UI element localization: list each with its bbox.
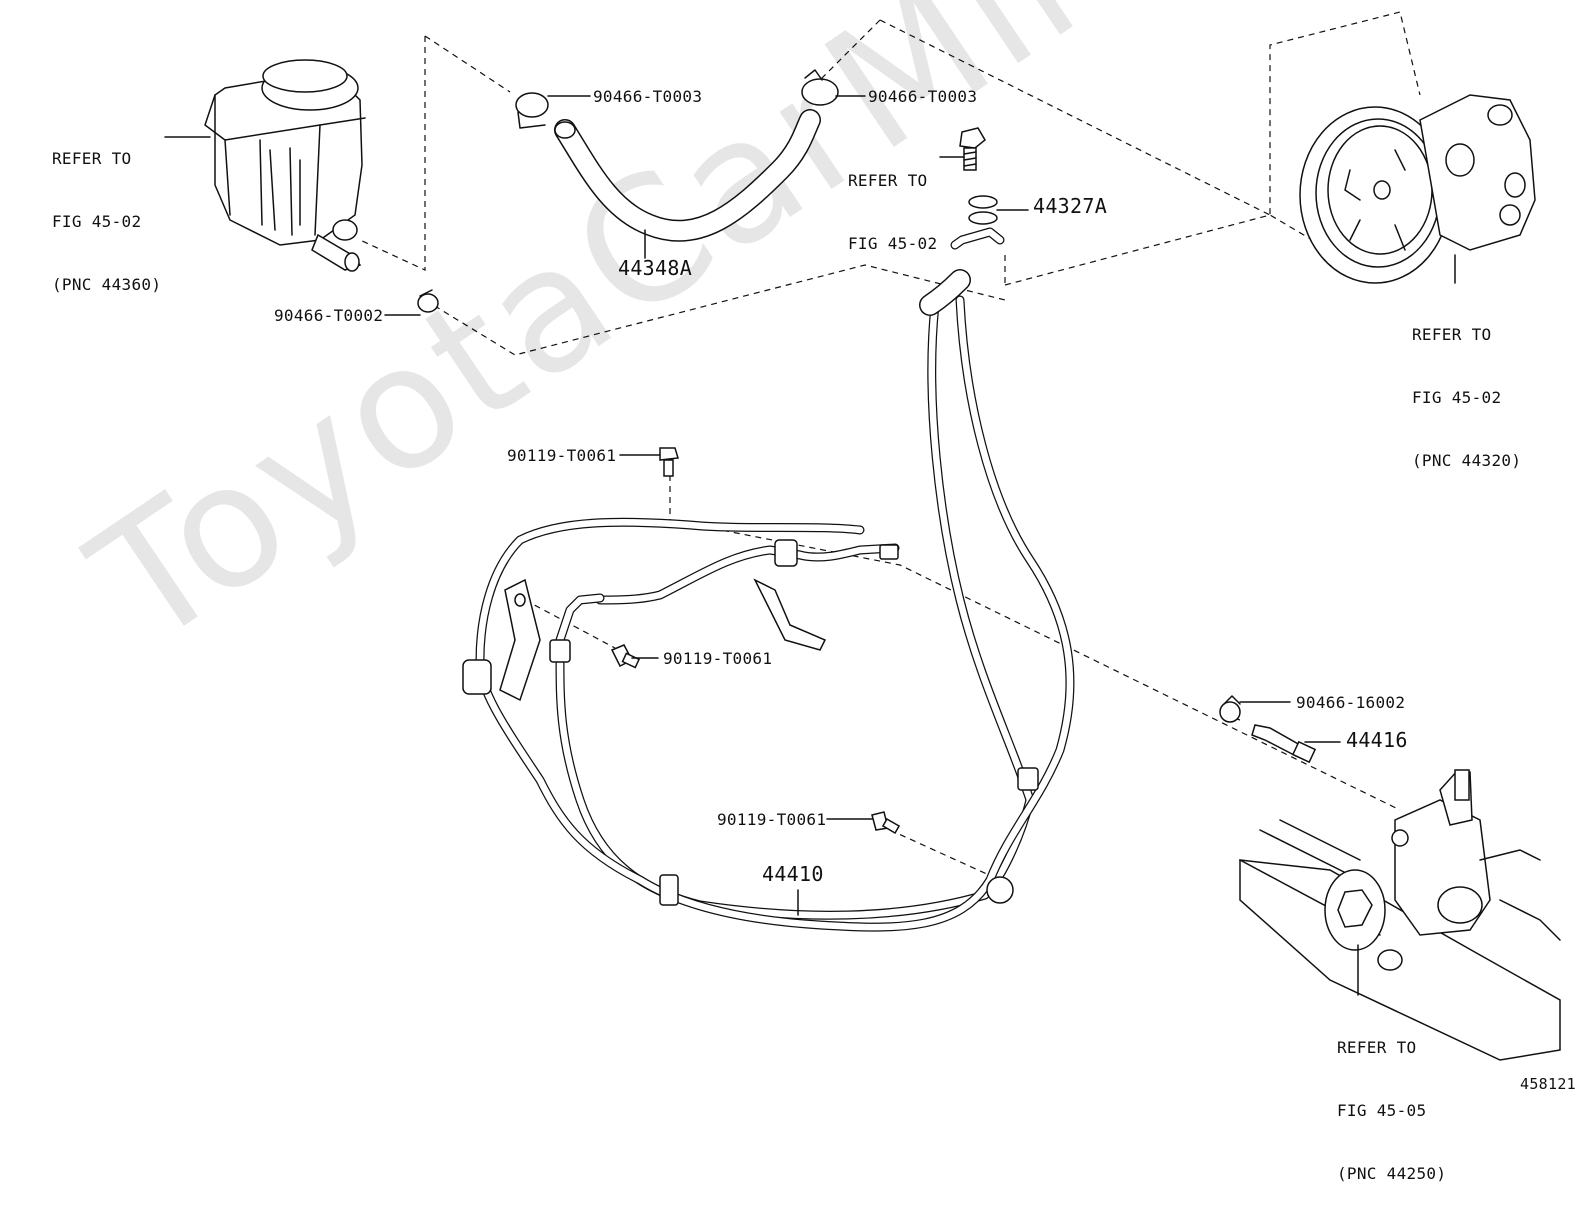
pump-pulley-icon [1299, 94, 1536, 284]
reservoir-icon [204, 59, 366, 272]
hose-clamp-icon [417, 289, 439, 313]
hose-clamp-icon [801, 69, 839, 106]
ref-line-3: (PNC 44250) [1337, 1164, 1447, 1183]
hose-clamp-icon [515, 92, 549, 129]
label-return-hose[interactable]: 44348A [618, 256, 693, 280]
ref-line-2: FIG 45-05 [1337, 1101, 1427, 1120]
label-clamp-bottom-left[interactable]: 90466-T0002 [274, 306, 384, 325]
dashed-guide-lines [359, 11, 1421, 881]
ref-line-3: (PNC 44320) [1412, 451, 1522, 470]
label-bolt-a[interactable]: 90119-T0061 [507, 446, 617, 465]
label-clamp-top-left[interactable]: 90466-T0003 [593, 87, 703, 106]
ref-line-2: FIG 45-02 [848, 234, 938, 253]
union-fitting-icon [1251, 724, 1317, 764]
ref-line-1: REFER TO [52, 149, 132, 168]
parts-diagram [164, 11, 1561, 1061]
label-clamp-top-right[interactable]: 90466-T0003 [868, 87, 978, 106]
label-union[interactable]: 44416 [1346, 728, 1408, 752]
figure-number: 458121 [1520, 1075, 1576, 1093]
hose-clamp-icon [1219, 695, 1241, 723]
leader-lines [164, 95, 1456, 996]
flange-bolt-icon [959, 127, 986, 171]
steering-gear-icon [1239, 769, 1561, 1061]
pump-reference: REFER TO FIG 45-02 (PNC 44320) [1412, 282, 1521, 492]
label-gasket[interactable]: 44327A [1033, 194, 1108, 218]
ref-line-1: REFER TO [1412, 325, 1492, 344]
flange-bolt-icon [659, 447, 679, 477]
steering-gear-reference: REFER TO FIG 45-05 (PNC 44250) [1337, 995, 1446, 1205]
flange-bolt-icon [871, 811, 901, 834]
ref-line-3: (PNC 44360) [52, 275, 162, 294]
ref-line-2: FIG 45-02 [1412, 388, 1502, 407]
flange-bolt-icon [610, 644, 641, 669]
reservoir-reference: REFER TO FIG 45-02 (PNC 44360) [52, 106, 161, 316]
gasket-icon [968, 195, 998, 225]
bolt-reference: REFER TO FIG 45-02 [848, 128, 937, 275]
label-bolt-c[interactable]: 90119-T0061 [717, 810, 827, 829]
label-pressure-tube[interactable]: 44410 [762, 862, 824, 886]
ref-line-2: FIG 45-02 [52, 212, 142, 231]
ref-line-1: REFER TO [848, 171, 928, 190]
ref-line-1: REFER TO [1337, 1038, 1417, 1057]
label-clamp-right[interactable]: 90466-16002 [1296, 693, 1406, 712]
label-bolt-b[interactable]: 90119-T0061 [663, 649, 773, 668]
return-hose [554, 109, 821, 242]
pressure-tube-assembly [462, 227, 1075, 932]
